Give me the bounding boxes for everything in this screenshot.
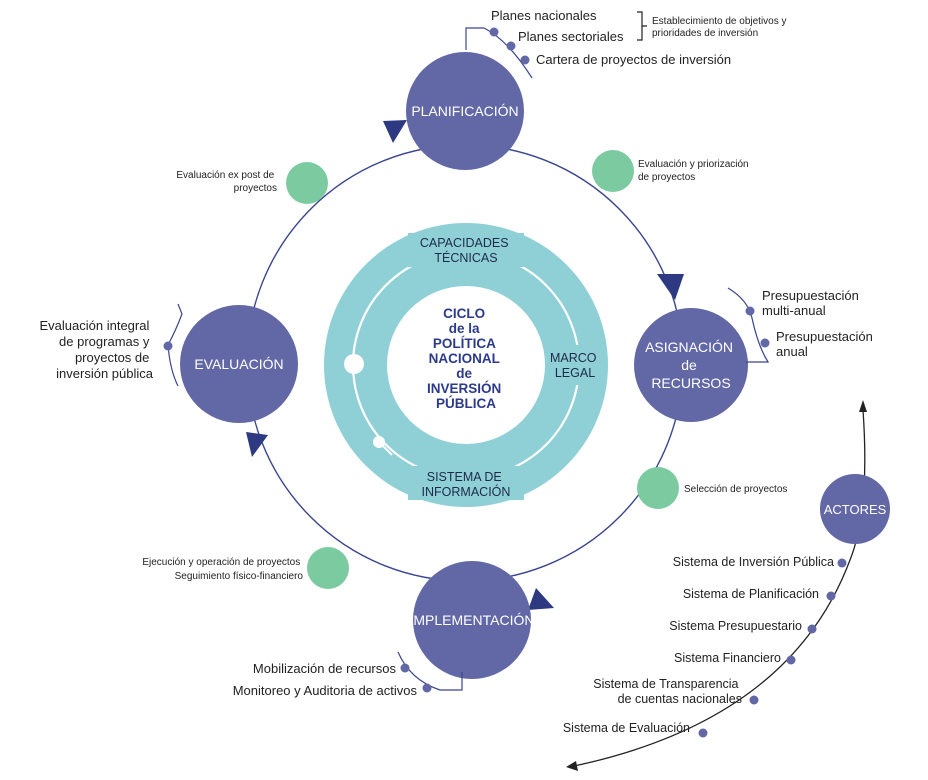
- actor-dot-6: [698, 728, 708, 738]
- planificacion-input-1: Planes nacionales: [491, 8, 597, 23]
- stage-implementacion-label: IMPLEMENTACIÓN: [410, 612, 535, 628]
- asignacion-input-1: Presupuestación multi-anual: [762, 288, 862, 318]
- ring-label-bg-sistema: [408, 466, 524, 500]
- step-ejecucion-label: Ejecución y operación de proyectos Segui…: [142, 557, 303, 582]
- step-ex-post: [286, 162, 328, 204]
- actores-arrow-down: [566, 761, 578, 771]
- evaluacion-input: Evaluación integral de programas y proye…: [40, 318, 154, 381]
- actor-dot-3: [807, 624, 817, 634]
- stage-planificacion: [406, 52, 524, 170]
- actor-dot-2: [826, 591, 836, 601]
- implementacion-input-1: Mobilización de recursos: [253, 661, 397, 676]
- actor-dot-4: [786, 655, 796, 665]
- ring-label-bg-marco: [546, 345, 604, 385]
- stage-evaluacion: [180, 305, 298, 423]
- ring-label-capacidades: CAPACIDADES TÉCNICAS: [420, 236, 512, 265]
- actor-3: Sistema Presupuestario: [669, 619, 802, 633]
- asignacion-input-arc: [727, 287, 770, 363]
- center-disc: [387, 286, 545, 444]
- planificacion-dot-2: [506, 41, 516, 51]
- ring-label-bg-capacidades: [408, 233, 524, 267]
- stage-implementacion: [413, 561, 531, 679]
- planificacion-dot-1: [489, 27, 499, 37]
- arrow-asignacion-to-implementacion: [528, 588, 554, 610]
- planificacion-input-3: Cartera de proyectos de inversión: [536, 52, 731, 67]
- actor-5: Sistema de Transparencia de cuentas naci…: [593, 677, 742, 706]
- stage-asignacion-label: ASIGNACIÓN de RECURSOS: [645, 339, 737, 391]
- step-ex-post-label: Evaluación ex post de proyectos: [176, 170, 277, 194]
- ring-label-sistema: SISTEMA DE INFORMACIÓN: [422, 470, 511, 499]
- step-evaluacion-priorizacion: [592, 150, 634, 192]
- implementacion-dot-1: [400, 663, 410, 673]
- planificacion-dot-3: [520, 55, 530, 65]
- arrow-implementacion-to-evaluacion: [246, 432, 268, 457]
- stage-planificacion-label: PLANIFICACIÓN: [411, 103, 518, 119]
- actores-circle: [820, 474, 890, 544]
- planificacion-bracket-note: Establecimiento de objetivos y prioridad…: [652, 16, 789, 39]
- planificacion-bracket: [637, 11, 647, 41]
- step-seleccion: [637, 467, 679, 509]
- actor-4: Sistema Financiero: [674, 651, 781, 665]
- arrow-planificacion-to-asignacion: [657, 274, 684, 300]
- implementacion-dot-2: [422, 683, 432, 693]
- actor-6: Sistema de Evaluación: [563, 721, 690, 735]
- planificacion-input-2: Planes sectoriales: [518, 29, 624, 44]
- implementacion-input-2: Monitoreo y Auditoria de activos: [233, 683, 418, 698]
- asignacion-dot-1: [745, 306, 755, 316]
- implementacion-input-arc: [397, 651, 463, 691]
- actor-dot-1: [837, 558, 847, 568]
- step-ejecucion: [307, 547, 349, 589]
- ring-knob-small: [373, 436, 385, 448]
- actor-2: Sistema de Planificación: [683, 587, 819, 601]
- evaluacion-dot: [163, 341, 173, 351]
- asignacion-input-2: Presupuestación anual: [776, 329, 876, 359]
- planificacion-input-arc: [465, 27, 533, 79]
- step-seleccion-label: Selección de proyectos: [684, 484, 787, 495]
- center-title: CICLO de la POLÍTICA NACIONAL de INVERSI…: [427, 306, 505, 411]
- actor-dot-5: [749, 695, 759, 705]
- actores-title: ACTORES: [824, 502, 887, 517]
- stage-asignacion: [634, 308, 748, 422]
- arrow-evaluacion-to-planificacion: [383, 120, 407, 143]
- actor-1: Sistema de Inversión Pública: [673, 555, 834, 569]
- step-evaluacion-priorizacion-label: Evaluación y priorización de proyectos: [638, 159, 751, 183]
- ring-label-marco: MARCO LEGAL: [550, 351, 600, 380]
- asignacion-dot-2: [760, 338, 770, 348]
- ring-knob-large: [344, 354, 364, 374]
- stage-evaluacion-label: EVALUACIÓN: [194, 356, 283, 372]
- actores-arrow-up: [859, 400, 867, 412]
